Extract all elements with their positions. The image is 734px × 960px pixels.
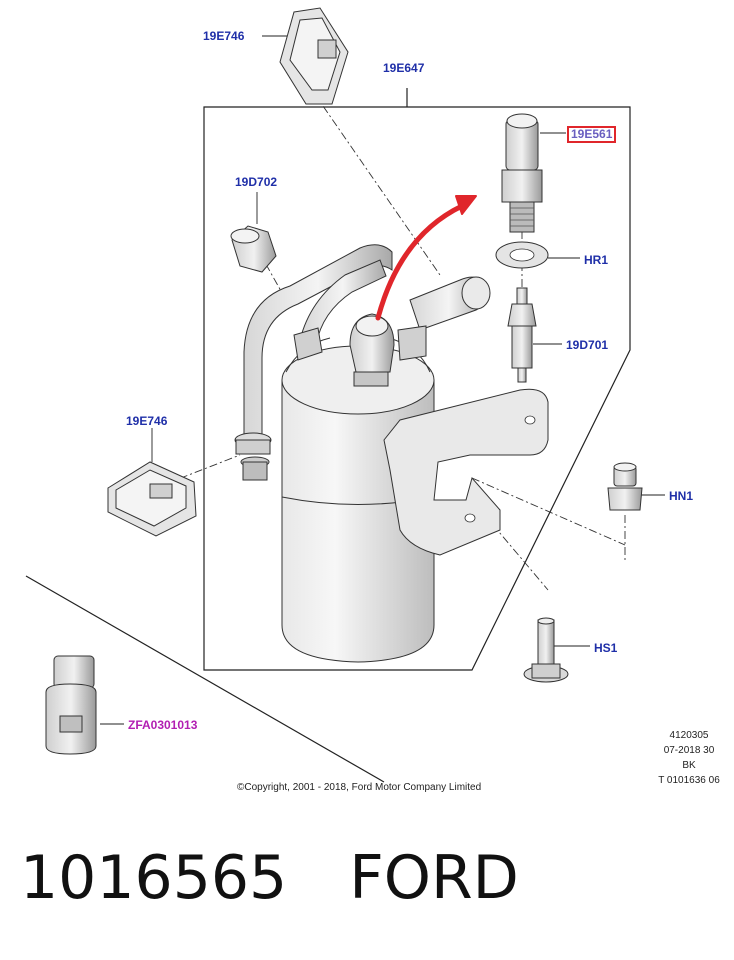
reference-line: 07-2018 30 <box>663 745 715 756</box>
reference-line: T 0101636 06 <box>658 775 720 786</box>
reference-block: 4120305 07-2018 30 BK T 0101636 06 <box>646 728 732 788</box>
leader-lines <box>100 35 665 725</box>
top-retaining-clip <box>279 7 349 105</box>
pressure-sensor <box>501 113 543 233</box>
callout-valve: 19D701 <box>566 338 609 352</box>
highlight-arrow <box>375 203 465 321</box>
callout-refrigerant: ZFA0301013 <box>128 718 198 732</box>
callout-sensor-highlighted: 19E561 <box>567 126 617 143</box>
callout-assembly: 19E647 <box>383 61 425 75</box>
refrigerant-bottle-icon <box>45 655 97 755</box>
mounting-bracket <box>383 388 549 556</box>
callout-nut: HN1 <box>669 489 694 503</box>
callout-clip-top: 19E746 <box>203 29 245 43</box>
part-caption: 1016565 FORD <box>20 843 519 913</box>
callout-washer: HR1 <box>584 253 609 267</box>
part-number: 1016565 <box>20 843 288 913</box>
side-retaining-clip <box>107 461 197 537</box>
assembly-outline <box>203 106 631 671</box>
outlet-fitting <box>293 313 427 387</box>
callout-bolt: HS1 <box>594 641 618 655</box>
sensor-thread-lines <box>510 207 534 227</box>
service-valve <box>507 287 537 383</box>
brand-name: FORD <box>349 843 519 913</box>
callout-clip-side: 19E746 <box>126 414 168 428</box>
flange-bolt <box>523 617 569 683</box>
reference-line: BK <box>682 760 696 771</box>
valve-cap <box>230 225 277 273</box>
pipes <box>234 244 491 481</box>
copyright-notice: ©Copyright, 2001 - 2018, Ford Motor Comp… <box>237 782 482 793</box>
hex-nut <box>607 462 643 511</box>
reference-line: 4120305 <box>669 730 709 741</box>
callout-cap: 19D702 <box>235 175 278 189</box>
